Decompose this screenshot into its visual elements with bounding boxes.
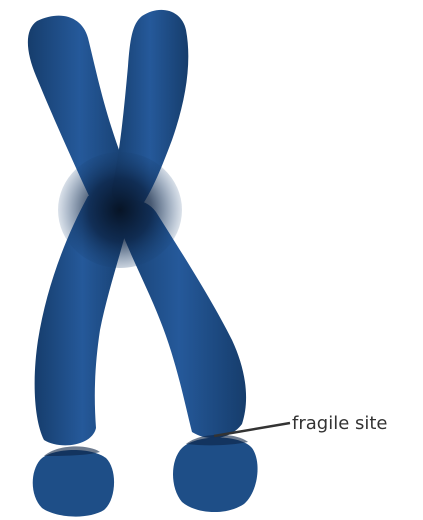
- left-satellite: [33, 450, 114, 517]
- fragile-site-label: fragile site: [292, 413, 388, 434]
- centromere: [58, 152, 182, 268]
- right-satellite: [173, 438, 258, 513]
